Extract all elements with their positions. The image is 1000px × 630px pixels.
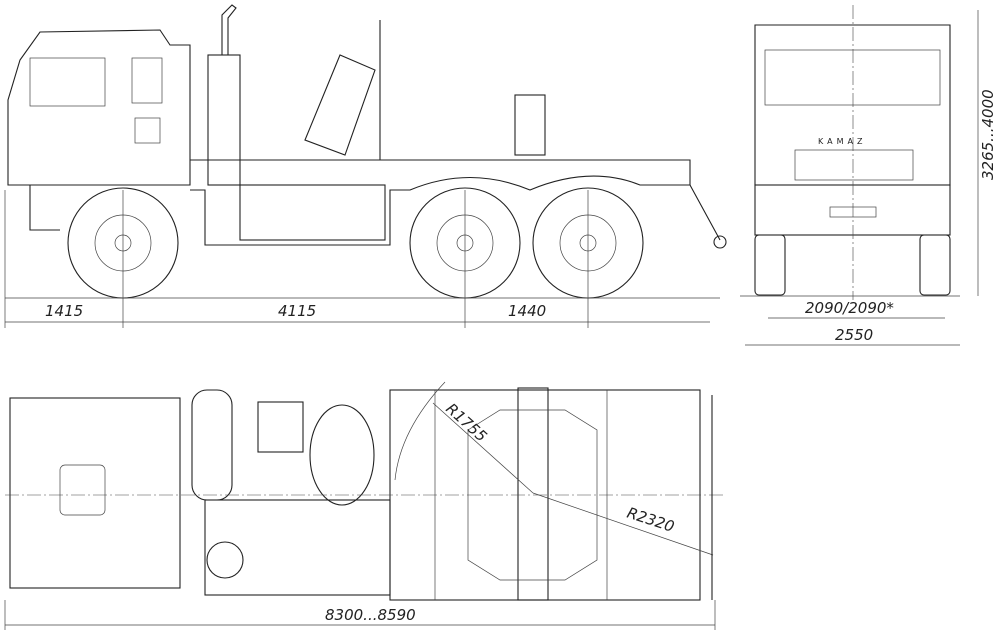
dim-wheelbase: 4115 xyxy=(278,302,316,320)
logo: KAMAZ xyxy=(818,137,866,146)
cab-panel xyxy=(134,117,161,144)
bumper xyxy=(754,184,951,236)
dim-length: 8300...8590 xyxy=(325,606,416,624)
hook-arm xyxy=(304,54,376,156)
dim-front-overhang: 1415 xyxy=(45,302,83,320)
fuel-tank xyxy=(191,389,233,501)
front-tire xyxy=(754,234,786,296)
air-filter xyxy=(207,54,241,186)
front-view: KAMAZ 2090/2090* 2550 3265...4000 xyxy=(740,5,997,346)
cab-window xyxy=(29,57,106,107)
spare-wheel xyxy=(309,404,375,506)
frame-equipment xyxy=(204,499,391,596)
radius-arc xyxy=(394,381,446,481)
radius-line xyxy=(532,492,714,556)
front-tire xyxy=(919,234,951,296)
air-tank xyxy=(206,541,244,579)
windshield xyxy=(764,49,941,106)
rear-roller xyxy=(713,235,727,249)
rear-roller-arm xyxy=(689,184,721,241)
top-view: R1755 R2320 8300...8590 xyxy=(4,381,725,630)
dim-bogie: 1440 xyxy=(508,302,546,320)
dim-height: 3265...4000 xyxy=(979,89,997,180)
fuel-tank xyxy=(239,184,386,241)
dim-radius-large: R2320 xyxy=(625,504,677,536)
cab-roof xyxy=(9,397,181,589)
exhaust-pipe xyxy=(221,4,237,55)
grille xyxy=(794,149,914,181)
hook-frame xyxy=(517,387,549,601)
hook-base-outline xyxy=(467,409,598,581)
dim-radius-small: R1755 xyxy=(442,400,490,446)
roof-hatch xyxy=(59,464,106,516)
hook-bracket xyxy=(514,94,546,156)
cab xyxy=(7,29,191,186)
cab-rear-window xyxy=(131,57,163,104)
side-view: 1415 4115 1440 xyxy=(4,4,727,328)
dim-width: 2550 xyxy=(835,326,873,344)
battery-box xyxy=(257,401,304,453)
chassis-frame xyxy=(29,159,691,246)
dim-track: 2090/2090* xyxy=(805,299,894,317)
radius-line xyxy=(432,402,534,494)
